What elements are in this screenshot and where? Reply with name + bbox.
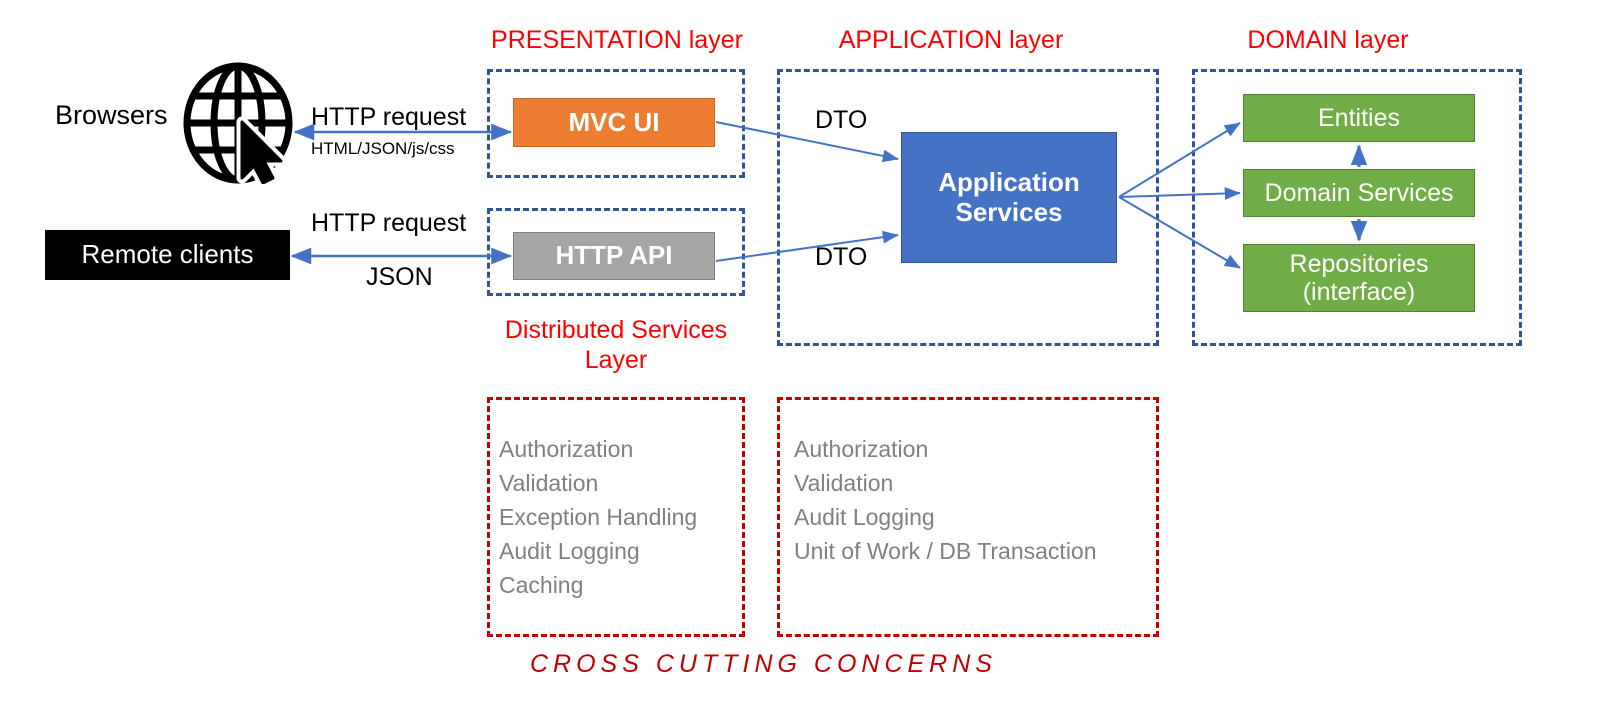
list-item: Authorization <box>794 436 929 462</box>
dto-bottom-label: DTO <box>815 243 868 271</box>
repositories-line-2: (interface) <box>1302 278 1416 306</box>
list-item: Caching <box>499 572 584 599</box>
presentation-cross-cutting-box <box>487 397 745 637</box>
domain-layer-label: DOMAIN layer <box>1247 26 1409 54</box>
domain-services-box: Domain Services <box>1243 169 1475 217</box>
entities-box: Entities <box>1243 94 1475 142</box>
remote-response-label: JSON <box>366 263 433 291</box>
application-services-box: Application Services <box>901 132 1117 263</box>
remote-clients-node: Remote clients <box>45 230 290 280</box>
distributed-services-layer-label: Distributed Services Layer <box>488 316 744 375</box>
list-item: Exception Handling <box>499 504 698 531</box>
list-item: Audit Logging <box>499 538 640 565</box>
list-item: Authorization <box>499 436 634 462</box>
list-item: Unit of Work / DB Transaction <box>794 538 1097 565</box>
browser-http-request-label: HTTP request <box>311 103 467 131</box>
browser-response-label: HTML/JSON/js/css <box>311 139 455 158</box>
dto-top-label: DTO <box>815 106 868 134</box>
distributed-services-line-2: Layer <box>584 345 648 374</box>
mvc-ui-box: MVC UI <box>513 98 715 147</box>
distributed-services-line-1: Distributed Services <box>504 316 728 344</box>
repositories-box: Repositories (interface) <box>1243 244 1475 312</box>
list-item: Audit Logging <box>794 504 935 531</box>
application-cross-cutting-box <box>777 397 1159 637</box>
http-api-box: HTTP API <box>513 232 715 280</box>
application-layer-label: APPLICATION layer <box>838 26 1064 54</box>
application-services-line-2: Services <box>955 196 1063 227</box>
presentation-layer-label: PRESENTATION layer <box>491 26 743 54</box>
remote-http-request-label: HTTP request <box>311 209 467 237</box>
application-services-line-1: Application <box>938 167 1080 198</box>
application-cross-cutting-list: Authorization Validation Audit Logging U… <box>794 432 1097 568</box>
cross-cutting-concerns-footer: CROSS CUTTING CONCERNS <box>530 650 997 678</box>
presentation-cross-cutting-list: Authorization Validation Exception Handl… <box>499 432 697 602</box>
list-item: Validation <box>499 470 599 497</box>
browsers-label: Browsers <box>55 100 168 130</box>
repositories-line-1: Repositories <box>1289 250 1429 278</box>
list-item: Validation <box>794 470 894 497</box>
globe-browser-icon <box>183 62 295 189</box>
